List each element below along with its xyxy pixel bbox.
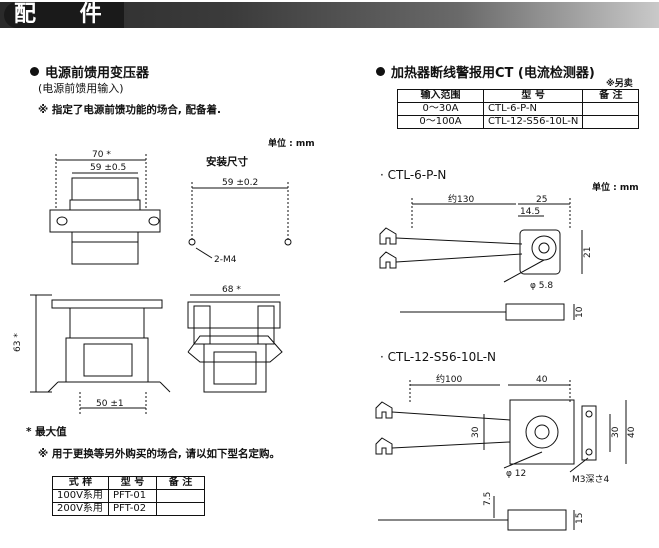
dim-59: 59 ±0.5 bbox=[90, 163, 126, 173]
transformer-table: 式 样 型 号 备 注 100V系用 PFT-01 200V系用 PFT-02 bbox=[52, 476, 205, 516]
ct1-name: · CTL-6-P-N bbox=[380, 168, 447, 182]
table-cell: 200V系用 bbox=[52, 502, 109, 516]
transformer-drawing: 70 * 59 ±0.5 59 ±0.2 2-M4 50 ±1 68 * 63 … bbox=[13, 150, 292, 414]
transformer-title-text: 电源前馈用变压器 bbox=[45, 66, 150, 81]
ct2-40w: 40 bbox=[536, 375, 548, 385]
transformer-subtitle: (电源前馈用输入) bbox=[38, 82, 124, 95]
lug-4 bbox=[375, 437, 393, 455]
ct1-21: 21 bbox=[583, 247, 593, 258]
ct2-len: 约100 bbox=[436, 373, 462, 385]
ct2-bottom bbox=[507, 509, 567, 531]
ct2-15: 15 bbox=[575, 513, 585, 524]
ct1-145: 14.5 bbox=[520, 207, 540, 217]
table-cell: CTL-6-P-N bbox=[482, 102, 584, 116]
table-cell bbox=[156, 489, 205, 503]
bullet-icon bbox=[376, 67, 385, 76]
table-cell: 0～30A bbox=[397, 102, 484, 116]
section-header: 配 件 bbox=[0, 0, 659, 32]
ct-section-title: 加热器断线警报用CT (电流检测器) bbox=[376, 62, 595, 81]
table-row: 100V系用 PFT-01 bbox=[52, 489, 205, 503]
ct1-side bbox=[505, 303, 565, 321]
max-value-note: * 最大值 bbox=[26, 426, 67, 438]
order-note: ※ 用于更换等另外购买的场合, 请以如下型名定购。 bbox=[38, 448, 281, 460]
table-cell: 0～100A bbox=[397, 115, 484, 129]
lug-3 bbox=[375, 401, 393, 419]
transformer-note: ※ 指定了电源前馈功能的场合, 配备着. bbox=[38, 104, 221, 116]
ct2-75: 7.5 bbox=[483, 492, 493, 506]
dim-63: 63 * bbox=[13, 333, 23, 352]
mount-dim-label: 安装尺寸 bbox=[206, 156, 248, 168]
table-cell bbox=[582, 102, 640, 116]
transformer-section-title: 电源前馈用变压器 bbox=[30, 62, 149, 81]
ct2-name: · CTL-12-S56-10L-N bbox=[380, 350, 497, 364]
ct1-len: 约130 bbox=[448, 193, 474, 205]
table-row: 0～30A CTL-6-P-N bbox=[397, 102, 640, 116]
table-header: 型 号 bbox=[108, 476, 157, 490]
terminal-block-bottom bbox=[71, 241, 139, 265]
header-pill bbox=[4, 2, 124, 28]
ct2-side bbox=[581, 405, 597, 461]
table-header: 型 号 bbox=[482, 89, 584, 103]
table-header: 输入范围 bbox=[397, 89, 484, 103]
table-row: 0～100A CTL-12-S56-10L-N bbox=[397, 115, 640, 129]
table-header: 备 注 bbox=[156, 476, 205, 490]
ct2-30: 30 bbox=[471, 426, 481, 438]
dim-50: 50 ±1 bbox=[96, 399, 124, 409]
dim-70: 70 * bbox=[92, 150, 111, 160]
table-row: 200V系用 PFT-02 bbox=[52, 502, 205, 516]
table-cell: 100V系用 bbox=[52, 489, 109, 503]
dim-68: 68 * bbox=[222, 285, 241, 295]
table-cell: CTL-12-S56-10L-N bbox=[482, 115, 584, 129]
lug-2 bbox=[379, 251, 397, 269]
table-cell bbox=[156, 502, 205, 516]
coil-body bbox=[65, 337, 149, 383]
table-cell: PFT-01 bbox=[108, 489, 157, 503]
table-cell: PFT-02 bbox=[108, 502, 157, 516]
sold-separately: ※另卖 bbox=[606, 79, 633, 89]
ct-title-text: 加热器断线警报用CT (电流检测器) bbox=[391, 66, 595, 81]
core-body bbox=[203, 343, 267, 393]
ct2-40h: 40 bbox=[627, 426, 637, 438]
transformer-unit: 单位 : mm bbox=[268, 139, 315, 149]
ct2-phi: φ 12 bbox=[506, 469, 526, 479]
ct-table: 输入范围 型 号 备 注 0～30A CTL-6-P-N 0～100A CTL-… bbox=[397, 89, 640, 129]
dim-mount-59: 59 ±0.2 bbox=[222, 178, 258, 188]
bullet-icon bbox=[30, 67, 39, 76]
ct1-body bbox=[519, 229, 561, 275]
dim-hole: 2-M4 bbox=[214, 255, 237, 265]
ct2-30b: 30 bbox=[611, 426, 621, 438]
table-header-row: 输入范围 型 号 备 注 bbox=[397, 89, 640, 103]
ct1-unit: 单位 : mm bbox=[592, 183, 639, 193]
ct-drawing: 约130 25 14.5 21 φ 5.8 10 约100 40 30 30 4… bbox=[375, 193, 637, 531]
ct1-phi: φ 5.8 bbox=[530, 281, 553, 291]
ct2-body bbox=[509, 399, 575, 465]
ct1-25: 25 bbox=[536, 195, 547, 205]
table-cell bbox=[582, 115, 640, 129]
table-header-row: 式 样 型 号 备 注 bbox=[52, 476, 205, 490]
ct1-10: 10 bbox=[575, 306, 585, 318]
ct2-m3: M3深さ4 bbox=[572, 474, 609, 485]
lug-1 bbox=[379, 227, 397, 245]
table-header: 式 样 bbox=[52, 476, 109, 490]
header-title: 配 件 bbox=[14, 2, 120, 27]
table-header: 备 注 bbox=[582, 89, 640, 103]
terminal-block-top bbox=[71, 177, 139, 201]
